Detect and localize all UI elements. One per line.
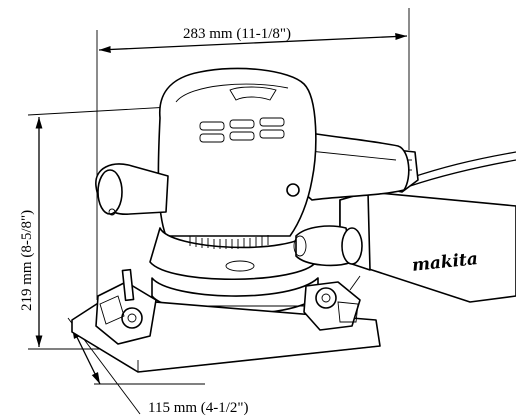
base-plate — [71, 268, 381, 373]
front-knob — [95, 163, 169, 216]
power-cord — [391, 149, 516, 193]
height-label: 219 mm (8-5/8") — [19, 210, 35, 311]
dust-box: makita — [339, 191, 516, 303]
height-dimension: 219 mm (8-5/8") — [19, 106, 171, 350]
length-arrow — [98, 33, 408, 53]
sander-housing — [149, 67, 410, 281]
width-label: 115 mm (4-1/2") — [148, 400, 249, 416]
collar-vents — [189, 235, 269, 249]
width-arrow — [71, 326, 101, 385]
height-extension-top — [27, 106, 171, 116]
dust-nozzle — [293, 225, 363, 267]
length-label: 283 mm (11-1/8") — [183, 26, 291, 42]
width-dimension: 115 mm (4-1/2") — [67, 317, 249, 416]
length-dimension: 283 mm (11-1/8") — [96, 8, 410, 300]
switch-button — [286, 183, 300, 197]
